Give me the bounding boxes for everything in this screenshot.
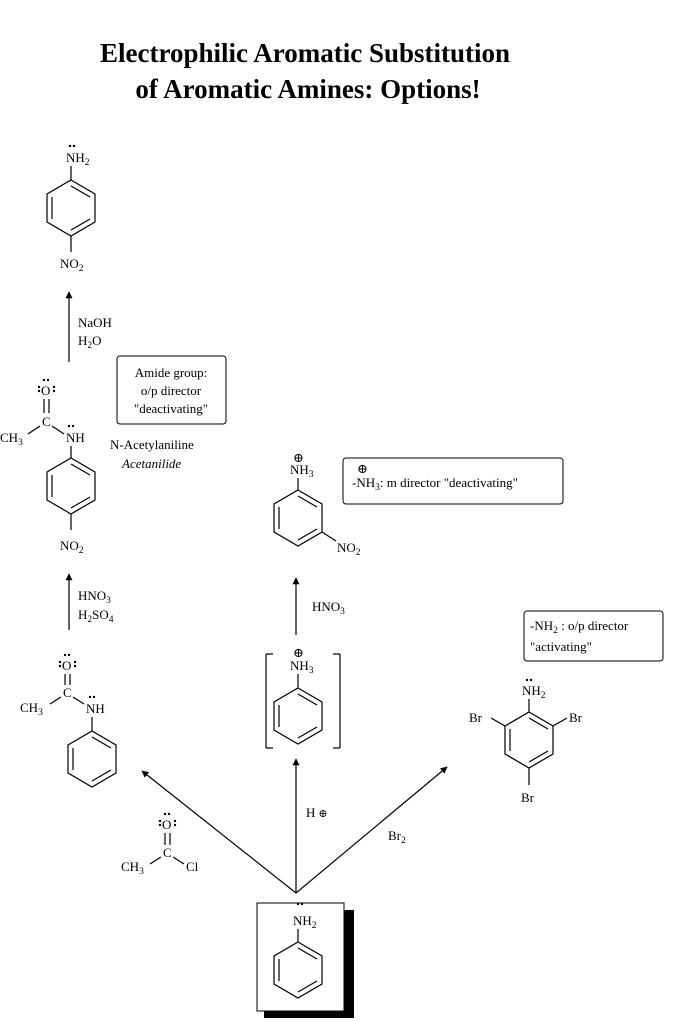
benzene-ring (46, 179, 96, 237)
lone-pair-dots (525, 678, 533, 682)
lone-pair-dots (67, 424, 75, 428)
benzene-ring (273, 687, 323, 745)
methyl-label: CH3 (121, 859, 144, 877)
svg-text:Amide group:: Amide group: (135, 365, 208, 380)
m-nitroanilinium: ⊕ NH3 NO2 (273, 450, 361, 558)
nitro-label: NO2 (337, 540, 361, 558)
reagent-bromine: Br2 (388, 828, 406, 846)
lone-pair-dots (68, 144, 76, 148)
compound-name-acetanilide: Acetanilide (121, 456, 181, 471)
amino-label: NH2 (66, 150, 90, 168)
acetanilide: O C CH3 NH (20, 653, 117, 788)
acylation-arrow (141, 770, 297, 894)
amino-label: NH2 (522, 683, 546, 701)
acetyl-chloride: O C CH3 Cl (121, 812, 199, 877)
svg-text:-NH3: m director "deactivating: -NH3: m director "deactivating" (352, 475, 518, 493)
amide-note: Amide group: o/p director "deactivating" (116, 355, 227, 425)
amide-nh: NH (66, 430, 85, 445)
lone-pair-dots (296, 902, 304, 906)
svg-text:O: O (162, 817, 171, 832)
p-nitroaniline: NH2 NO2 (46, 144, 96, 274)
lone-pair-dots (88, 695, 96, 699)
reagent-naoh: NaOH (78, 315, 112, 330)
bromination-arrow (295, 766, 448, 894)
svg-text:⊕: ⊕ (357, 461, 368, 476)
svg-text:-NH2 : o/p director: -NH2 : o/p director (530, 618, 629, 636)
reagent-water: H2O (78, 333, 102, 351)
amino-label: NH2 (293, 913, 317, 931)
aniline-start: NH2 (256, 902, 354, 1018)
benzene-ring (67, 730, 117, 788)
left-bracket (265, 653, 273, 749)
svg-text:C: C (63, 685, 72, 700)
compound-name-n-acetylaniline: N-Acetylaniline (110, 437, 194, 452)
p-nitroacetanilide: O C CH3 NH NO2 (0, 378, 96, 556)
anilinium-ion: ⊕ NH3 (265, 645, 341, 749)
svg-text:O: O (62, 658, 71, 673)
ammonium-label: NH3 (290, 462, 314, 480)
amine-note: -NH2 : o/p director "activating" (523, 610, 664, 662)
amide-nh: NH (86, 701, 105, 716)
svg-text:"deactivating": "deactivating" (134, 401, 208, 416)
right-bracket (333, 653, 341, 749)
bromo-label: Br (469, 710, 483, 725)
methyl-label: CH3 (0, 430, 23, 448)
page-title-line-1: Electrophilic Aromatic Substitution (100, 38, 510, 68)
carbonyl-o: O (41, 383, 50, 398)
nitro-label: NO2 (60, 538, 84, 556)
lone-pair-dots (58, 653, 77, 668)
chloro-label: Cl (186, 859, 199, 874)
anilinium-note: ⊕ -NH3: m director "deactivating" (342, 457, 564, 505)
svg-text:"activating": "activating" (530, 639, 592, 654)
benzene-ring (273, 489, 323, 547)
lone-pair-dots (37, 378, 56, 393)
benzene-ring (46, 457, 96, 515)
reagent-nitric-acid: HNO3 (78, 588, 111, 606)
bromo-label: Br (521, 790, 535, 805)
nitro-label: NO2 (60, 256, 84, 274)
carbonyl-c: C (42, 414, 51, 429)
reagent-sulfuric-acid: H2SO4 (78, 607, 114, 625)
box-frame (256, 902, 345, 1012)
benzene-ring (504, 711, 554, 769)
bromo-label: Br (569, 710, 583, 725)
benzene-ring (273, 941, 323, 999)
svg-text:o/p director: o/p director (141, 383, 202, 398)
reagent-nitric-acid: HNO3 (312, 599, 345, 617)
positive-charge: ⊕ (293, 450, 304, 465)
page-title-line-2: of Aromatic Amines: Options! (135, 74, 480, 104)
lone-pair-dots (158, 812, 177, 827)
methyl-label: CH3 (20, 700, 43, 718)
svg-text:C: C (163, 845, 172, 860)
reagent-proton: H⊕ (306, 805, 328, 820)
tribromoaniline: NH2 Br Br Br (469, 678, 583, 805)
ammonium-label: NH3 (290, 658, 314, 676)
positive-charge: ⊕ (293, 645, 304, 660)
